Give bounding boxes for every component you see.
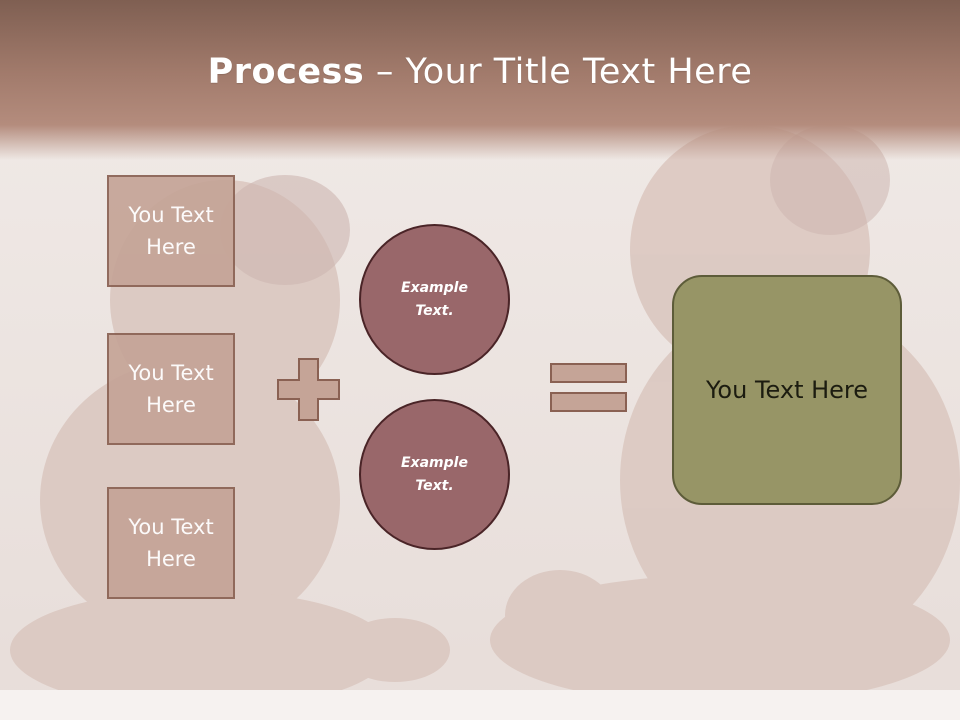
equals-icon-top-bar (550, 363, 627, 383)
example-circle-2[interactable]: Example Text. (359, 399, 510, 550)
result-box[interactable]: You Text Here (672, 275, 902, 505)
equals-icon-bottom-bar (550, 392, 627, 412)
text-box-3[interactable]: You Text Here (107, 487, 235, 599)
title-band (0, 0, 960, 160)
text-box-2[interactable]: You Text Here (107, 333, 235, 445)
slide-title[interactable]: Process – Your Title Text Here (0, 52, 960, 92)
title-bold: Process (207, 52, 365, 92)
plus-icon (277, 358, 340, 421)
text-box-1[interactable]: You Text Here (107, 175, 235, 287)
example-circle-1[interactable]: Example Text. (359, 224, 510, 375)
title-rest: – Your Title Text Here (364, 52, 753, 92)
